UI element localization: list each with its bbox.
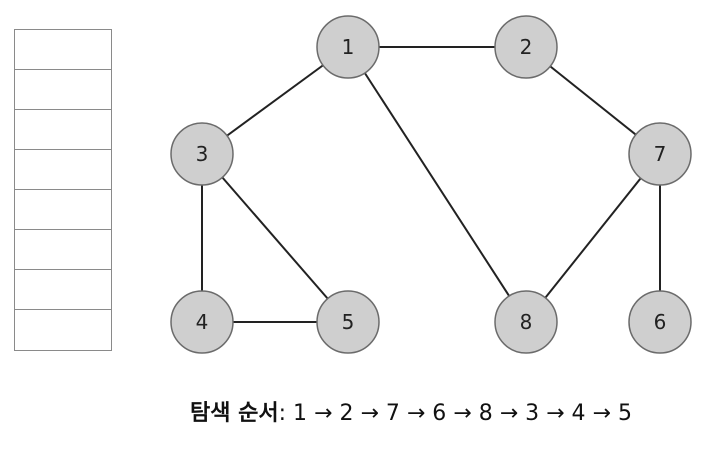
node-2: 2 [494, 15, 558, 79]
node-circle [316, 15, 380, 79]
node-circle [494, 290, 558, 354]
node-circle [170, 290, 234, 354]
traversal-order-caption: 탐색 순서: 1 → 2 → 7 → 6 → 8 → 3 → 4 → 5 [0, 395, 722, 427]
stack-cell [15, 150, 111, 190]
node-label: 8 [520, 310, 533, 334]
traversal-order-label: 탐색 순서 [190, 401, 279, 426]
node-8: 8 [494, 290, 558, 354]
node-circle [628, 290, 692, 354]
node-5: 5 [316, 290, 380, 354]
node-7: 7 [628, 122, 692, 186]
node-label: 3 [196, 142, 209, 166]
stack-table [14, 29, 112, 351]
stack-cell [15, 30, 111, 70]
node-3: 3 [170, 122, 234, 186]
stack-cell [15, 230, 111, 270]
edge-7-8 [525, 153, 661, 323]
node-label: 5 [342, 310, 355, 334]
node-label: 6 [654, 310, 667, 334]
stack-cell [15, 70, 111, 110]
graph-diagram: 1 2 3 7 4 5 8 6 [170, 15, 692, 354]
node-label: 4 [196, 310, 209, 334]
stack-cell [15, 190, 111, 230]
node-circle [316, 290, 380, 354]
node-4: 4 [170, 290, 234, 354]
node-6: 6 [628, 290, 692, 354]
node-label: 2 [520, 35, 533, 59]
edge-3-5 [201, 153, 349, 323]
node-circle [170, 122, 234, 186]
node-1: 1 [316, 15, 380, 79]
edge-1-8 [347, 46, 527, 323]
node-circle [628, 122, 692, 186]
stack-cell [15, 110, 111, 150]
node-label: 7 [654, 142, 667, 166]
stack-cell [15, 270, 111, 310]
node-circle [494, 15, 558, 79]
traversal-order-sequence: : 1 → 2 → 7 → 6 → 8 → 3 → 4 → 5 [278, 401, 632, 426]
node-label: 1 [342, 35, 355, 59]
